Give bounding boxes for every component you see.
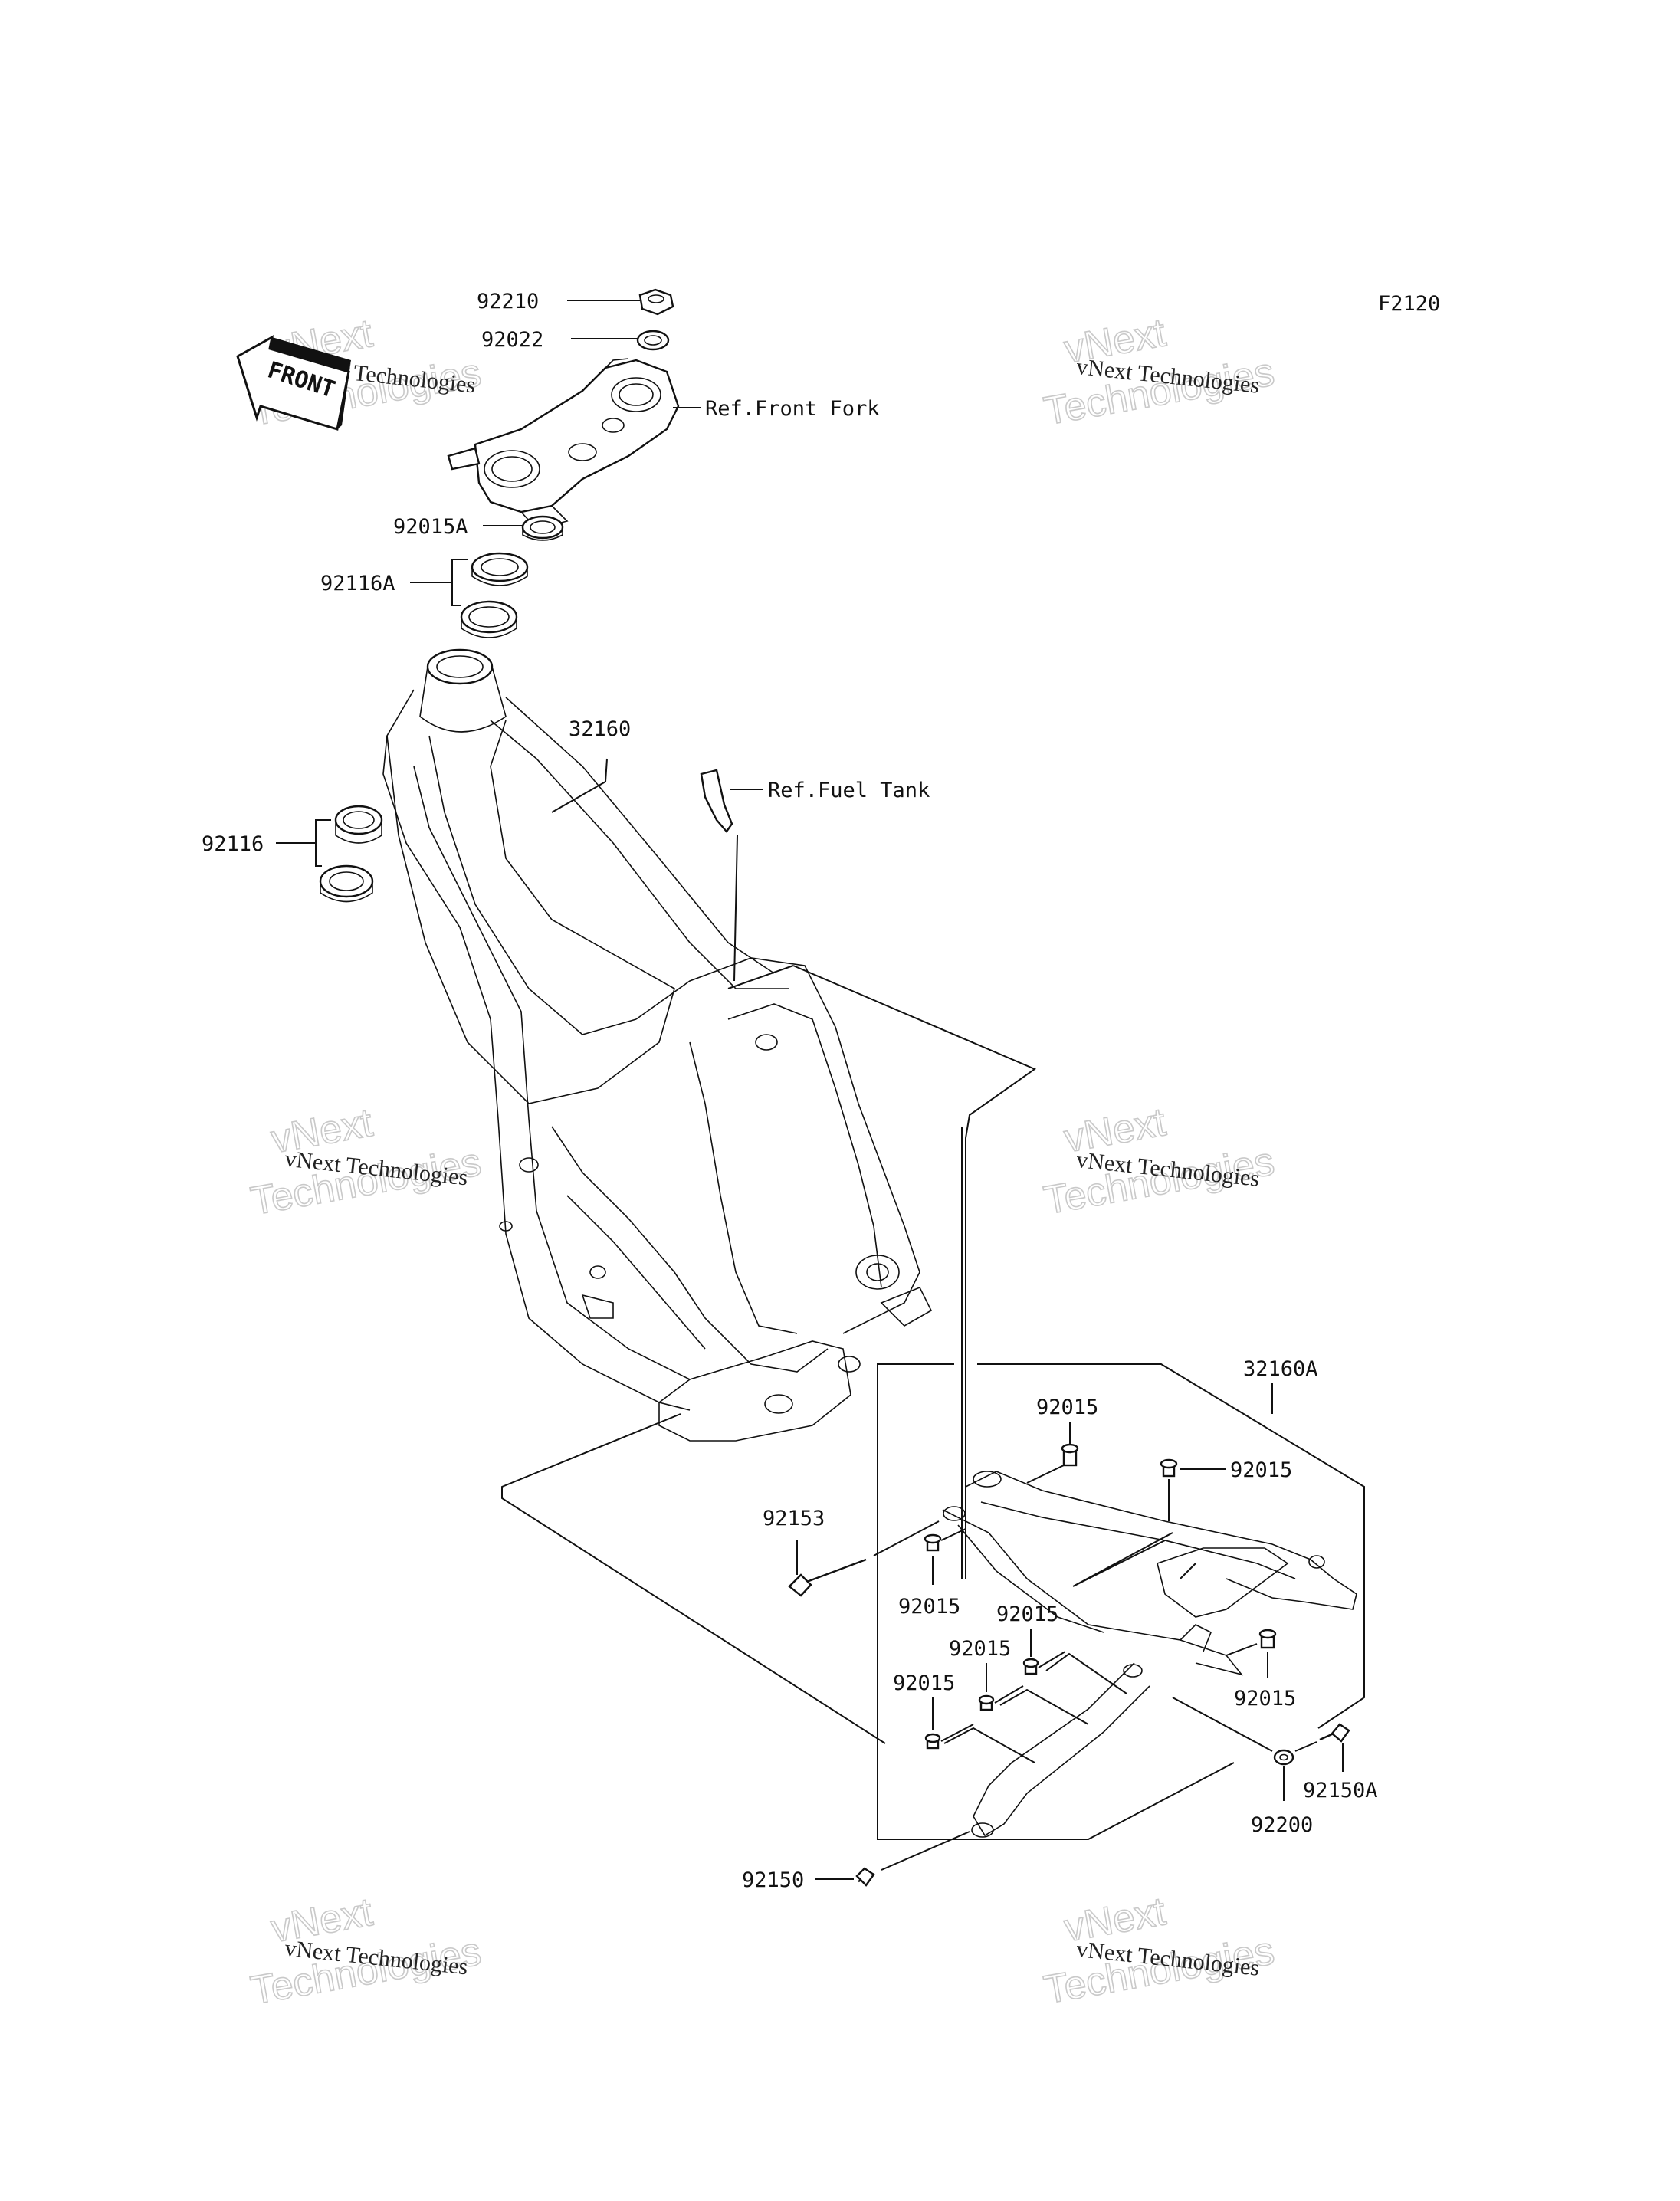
bolt-92015-d xyxy=(1022,1658,1039,1675)
bearing-92116A xyxy=(460,552,529,638)
bolt-92153 xyxy=(788,1558,867,1597)
locknut-92015A xyxy=(521,515,564,541)
leader-line xyxy=(733,835,738,982)
label-32160A: 32160A xyxy=(1243,1357,1318,1381)
leader-line xyxy=(940,1528,966,1541)
subframe-32160A xyxy=(942,1471,1357,1838)
leader-line xyxy=(1045,1652,1127,1694)
leader-line xyxy=(1072,1532,1173,1587)
watermark-bottom-right: vNext Technologies xyxy=(1040,1888,1278,2013)
leader-line xyxy=(940,1724,974,1742)
nut-92210 xyxy=(638,288,674,316)
bolt-92015-b xyxy=(1160,1458,1178,1478)
label-92015-d: 92015 xyxy=(996,1602,1058,1626)
label-92150A: 92150A xyxy=(1303,1779,1378,1802)
front-arrow-icon: FRONT xyxy=(236,335,351,431)
leader-line xyxy=(881,1831,970,1871)
bolt-92015-c xyxy=(924,1533,942,1552)
detail-outline-bottom xyxy=(501,1413,886,1744)
watermark-mid-right: vNext Technologies xyxy=(1040,1099,1278,1224)
leader-bracket xyxy=(451,559,468,606)
label-92150: 92150 xyxy=(742,1868,804,1892)
main-frame-32160 xyxy=(382,648,933,1442)
bolt-92150A xyxy=(1319,1723,1350,1743)
detail-outline-line xyxy=(727,965,794,989)
bearing-92116 xyxy=(319,805,383,903)
label-92015-f: 92015 xyxy=(893,1671,955,1695)
leader-line xyxy=(1180,1563,1196,1579)
leader-bracket xyxy=(315,819,331,867)
leader-line xyxy=(1226,1643,1258,1656)
leader-line xyxy=(1294,1741,1317,1752)
detail-outline-top xyxy=(792,965,1037,1579)
washer-92200 xyxy=(1273,1749,1294,1766)
label-ref-fuel-tank[interactable]: Ref.Fuel Tank xyxy=(768,779,930,802)
label-92153: 92153 xyxy=(763,1507,825,1530)
label-92200: 92200 xyxy=(1251,1813,1313,1837)
leader-line xyxy=(1172,1697,1273,1752)
bolt-92015-g xyxy=(1258,1629,1277,1649)
figure-code: F2120 xyxy=(1378,292,1440,316)
washer-92022 xyxy=(636,330,670,351)
label-92015-c: 92015 xyxy=(898,1595,960,1619)
label-92015-b: 92015 xyxy=(1230,1458,1292,1482)
leader-line xyxy=(999,1688,1089,1725)
bolt-92150 xyxy=(855,1867,875,1887)
label-92015A: 92015A xyxy=(393,515,468,539)
label-ref-front-fork[interactable]: Ref.Front Fork xyxy=(705,397,880,421)
subframe-outline-left xyxy=(877,1363,1235,1840)
label-92015-a: 92015 xyxy=(1036,1396,1098,1419)
label-92015-e: 92015 xyxy=(949,1637,1011,1661)
upper-triple-clamp xyxy=(447,358,680,530)
leader-line xyxy=(1026,1465,1065,1484)
leader-line xyxy=(551,758,608,813)
fuel-tank-bracket xyxy=(700,769,733,833)
leader-line xyxy=(1038,1651,1066,1668)
label-92116: 92116 xyxy=(202,832,264,856)
bolt-92015-f xyxy=(924,1733,941,1750)
leader-line xyxy=(994,1685,1024,1704)
leader-line xyxy=(873,1520,940,1556)
label-92022: 92022 xyxy=(481,328,543,352)
label-92210: 92210 xyxy=(477,290,539,313)
label-32160: 32160 xyxy=(569,717,631,741)
leader-line xyxy=(943,1727,1035,1763)
subframe-outline-right xyxy=(977,1363,1365,1729)
bolt-92015-a xyxy=(1061,1443,1079,1467)
label-92116A: 92116A xyxy=(320,572,395,595)
bolt-92015-e xyxy=(978,1694,995,1711)
label-92015-g: 92015 xyxy=(1234,1687,1296,1711)
